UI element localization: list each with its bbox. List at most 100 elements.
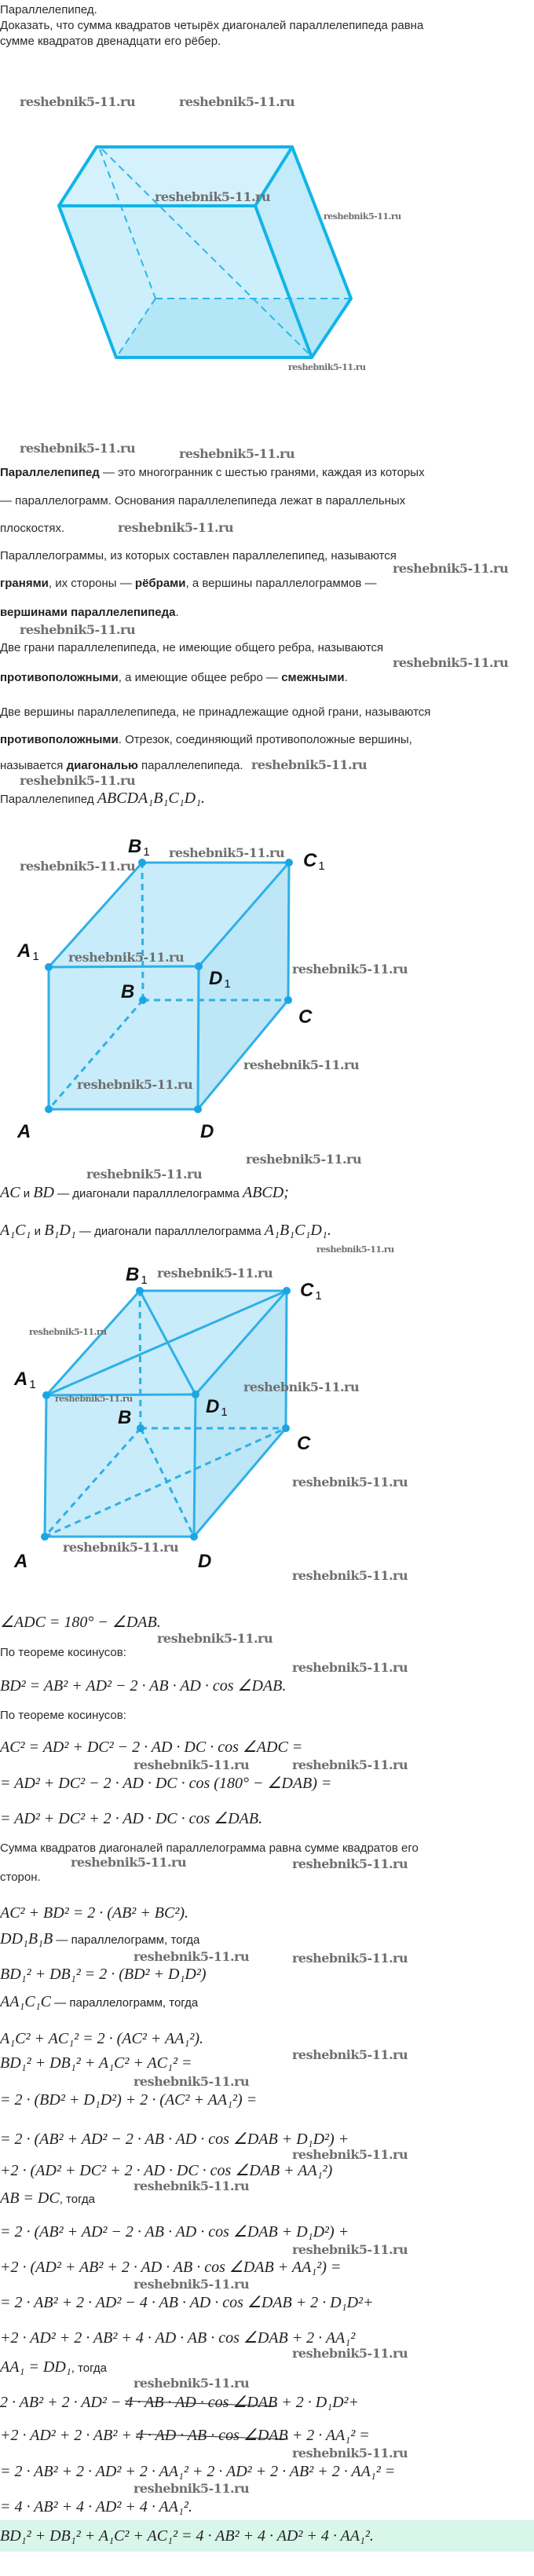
text: , а имеющие общее ребро — [118,671,282,684]
edge [46,1393,196,1397]
watermark: reshebnik5-11.ru [134,1757,250,1772]
watermark: reshebnik5-11.ru [71,1855,187,1870]
term: вершинами параллелепипеда [0,606,176,619]
watermark: reshebnik5-11.ru [393,561,509,576]
formula: = 2 · (BD² + D₁D²) + 2 · (AC² + AA₁²) = [0,2091,258,2109]
watermark: reshebnik5-11.ru [20,859,136,874]
formula: AC² = AD² + DC² − 2 · AD · DC · cos ∠ADC… [0,1739,303,1756]
watermark: reshebnik5-11.ru [292,2346,408,2361]
watermark: reshebnik5-11.ru [292,1660,408,1675]
hidden-edge [43,1427,142,1537]
watermark: reshebnik5-11.ru [292,1951,408,1966]
edge [284,1290,288,1429]
subscript: 1 [221,1405,227,1419]
term: противоположными [0,733,119,746]
vertex-label-b: B [118,1407,131,1428]
watermark: reshebnik5-11.ru [134,2481,250,2496]
side-face [194,1291,287,1537]
vertex-point [136,1287,144,1295]
math: + 2 · D₁D²+ [277,2394,360,2411]
formula: BD² = AB² + AD² − 2 · AB · AD · cos ∠DAB… [0,1677,287,1695]
vertex-label-a: A [16,1121,31,1142]
math: A₁C₁ [0,1222,31,1239]
text: и [20,1187,34,1200]
text: сторон. [0,1871,41,1884]
vertex-point [284,996,292,1004]
definition-line: противоположными. Отрезок, соединяющий п… [0,732,412,748]
edge [197,862,291,967]
text: . Отрезок, соединяющий противоположные в… [118,733,412,746]
watermark: reshebnik5-11.ru [292,2242,408,2257]
math: ABCD; [242,1184,289,1201]
math: BD [33,1184,54,1201]
text: , их стороны — [48,577,135,590]
vertex-label-c: C [297,1433,311,1454]
formula: ∠ADC = 180° − ∠DAB. [0,1614,161,1631]
edge [192,1427,287,1537]
watermark: reshebnik5-11.ru [292,2446,408,2461]
hidden-edge [141,862,144,1001]
watermark: reshebnik5-11.ru [292,2147,408,2162]
watermark: reshebnik5-11.ru [251,757,368,772]
watermark: reshebnik5-11.ru [20,622,136,637]
formula: BD₁² + DB₁² = 2 · (BD² + D₁D²) [0,1966,207,1983]
hidden-edges [99,148,351,358]
watermark: reshebnik5-11.ru [20,441,136,456]
vertex-point [45,963,53,971]
formula: = 2 · (AB² + AD² − 2 · AB · AD · cos ∠DA… [0,2131,349,2148]
formula-with-cancel: +2 · AD² + 2 · AB² + 4 · AD · AB · cos ∠… [0,2427,370,2444]
formula: +2 · (AD² + AB² + 2 · AD · AB · cos ∠DAB… [0,2259,342,2276]
text: называется [0,759,67,772]
diagonals-line-1: AC и BD — диагонали паралллелограмма ABC… [0,1184,289,1203]
watermark: reshebnik5-11.ru [134,2376,250,2391]
vertex-point [285,859,293,867]
math: 2 · AB² + 2 · AD² − [0,2394,126,2411]
math: AB = DC [0,2189,60,2207]
term: смежными [281,671,345,684]
watermark: reshebnik5-11.ru [155,189,271,204]
watermark: reshebnik5-11.ru [246,1152,362,1167]
edge [138,1290,197,1395]
edge [287,862,291,1001]
vertex-label-a: A [13,1551,27,1572]
parallelepiped-figure [57,145,353,359]
definition-line: Две вершины параллелепипеда, не принадле… [0,705,430,720]
vertex-point [190,1533,198,1541]
definition-line: вершинами параллелепипеда. [0,605,179,621]
vertex-point [195,962,203,970]
watermark: reshebnik5-11.ru [292,1856,408,1871]
formula: = AD² + DC² + 2 · AD · DC · cos ∠DAB. [0,1810,263,1827]
top-face [59,147,292,206]
task-text: Доказать, что сумма квадратов четырёх ди… [0,19,424,32]
text: — параллелограмм, тогда [51,1996,199,2010]
text: , тогда [71,2362,108,2375]
subscript: 1 [143,845,149,859]
cancelled-term: 4 · AB · AD · cos ∠DAB [125,2394,278,2411]
edge [47,861,144,969]
vertex-point [192,1391,199,1398]
subscript: 1 [315,1289,321,1303]
definition-line: гранями, их стороны — рёбрами, а вершины… [0,576,377,592]
watermark: reshebnik5-11.ru [55,1394,133,1404]
term: противоположными [0,671,119,684]
watermark: reshebnik5-11.ru [20,773,136,788]
watermark: reshebnik5-11.ru [134,2277,250,2292]
watermark: reshebnik5-11.ru [134,2074,250,2089]
text: плоскостях. [0,522,65,535]
watermark: reshebnik5-11.ru [292,2047,408,2062]
edge [192,1394,197,1537]
formula: AC² + BD² = 2 · (AB² + BC²). [0,1904,188,1922]
text: — параллелограмм, тогда [53,1933,200,1947]
watermark: reshebnik5-11.ru [179,94,295,109]
formula: +2 · AD² + 2 · AB² + 4 · AD · AB · cos ∠… [0,2329,356,2347]
watermark: reshebnik5-11.ru [288,362,366,372]
text: и [31,1225,45,1238]
edge [196,999,290,1110]
math: AA₁C₁C [0,1993,52,2010]
formula-line: DD₁B₁B — параллелограмм, тогда [0,1930,199,1949]
text: параллелепипеда. [137,759,243,772]
watermark: reshebnik5-11.ru [324,211,401,222]
